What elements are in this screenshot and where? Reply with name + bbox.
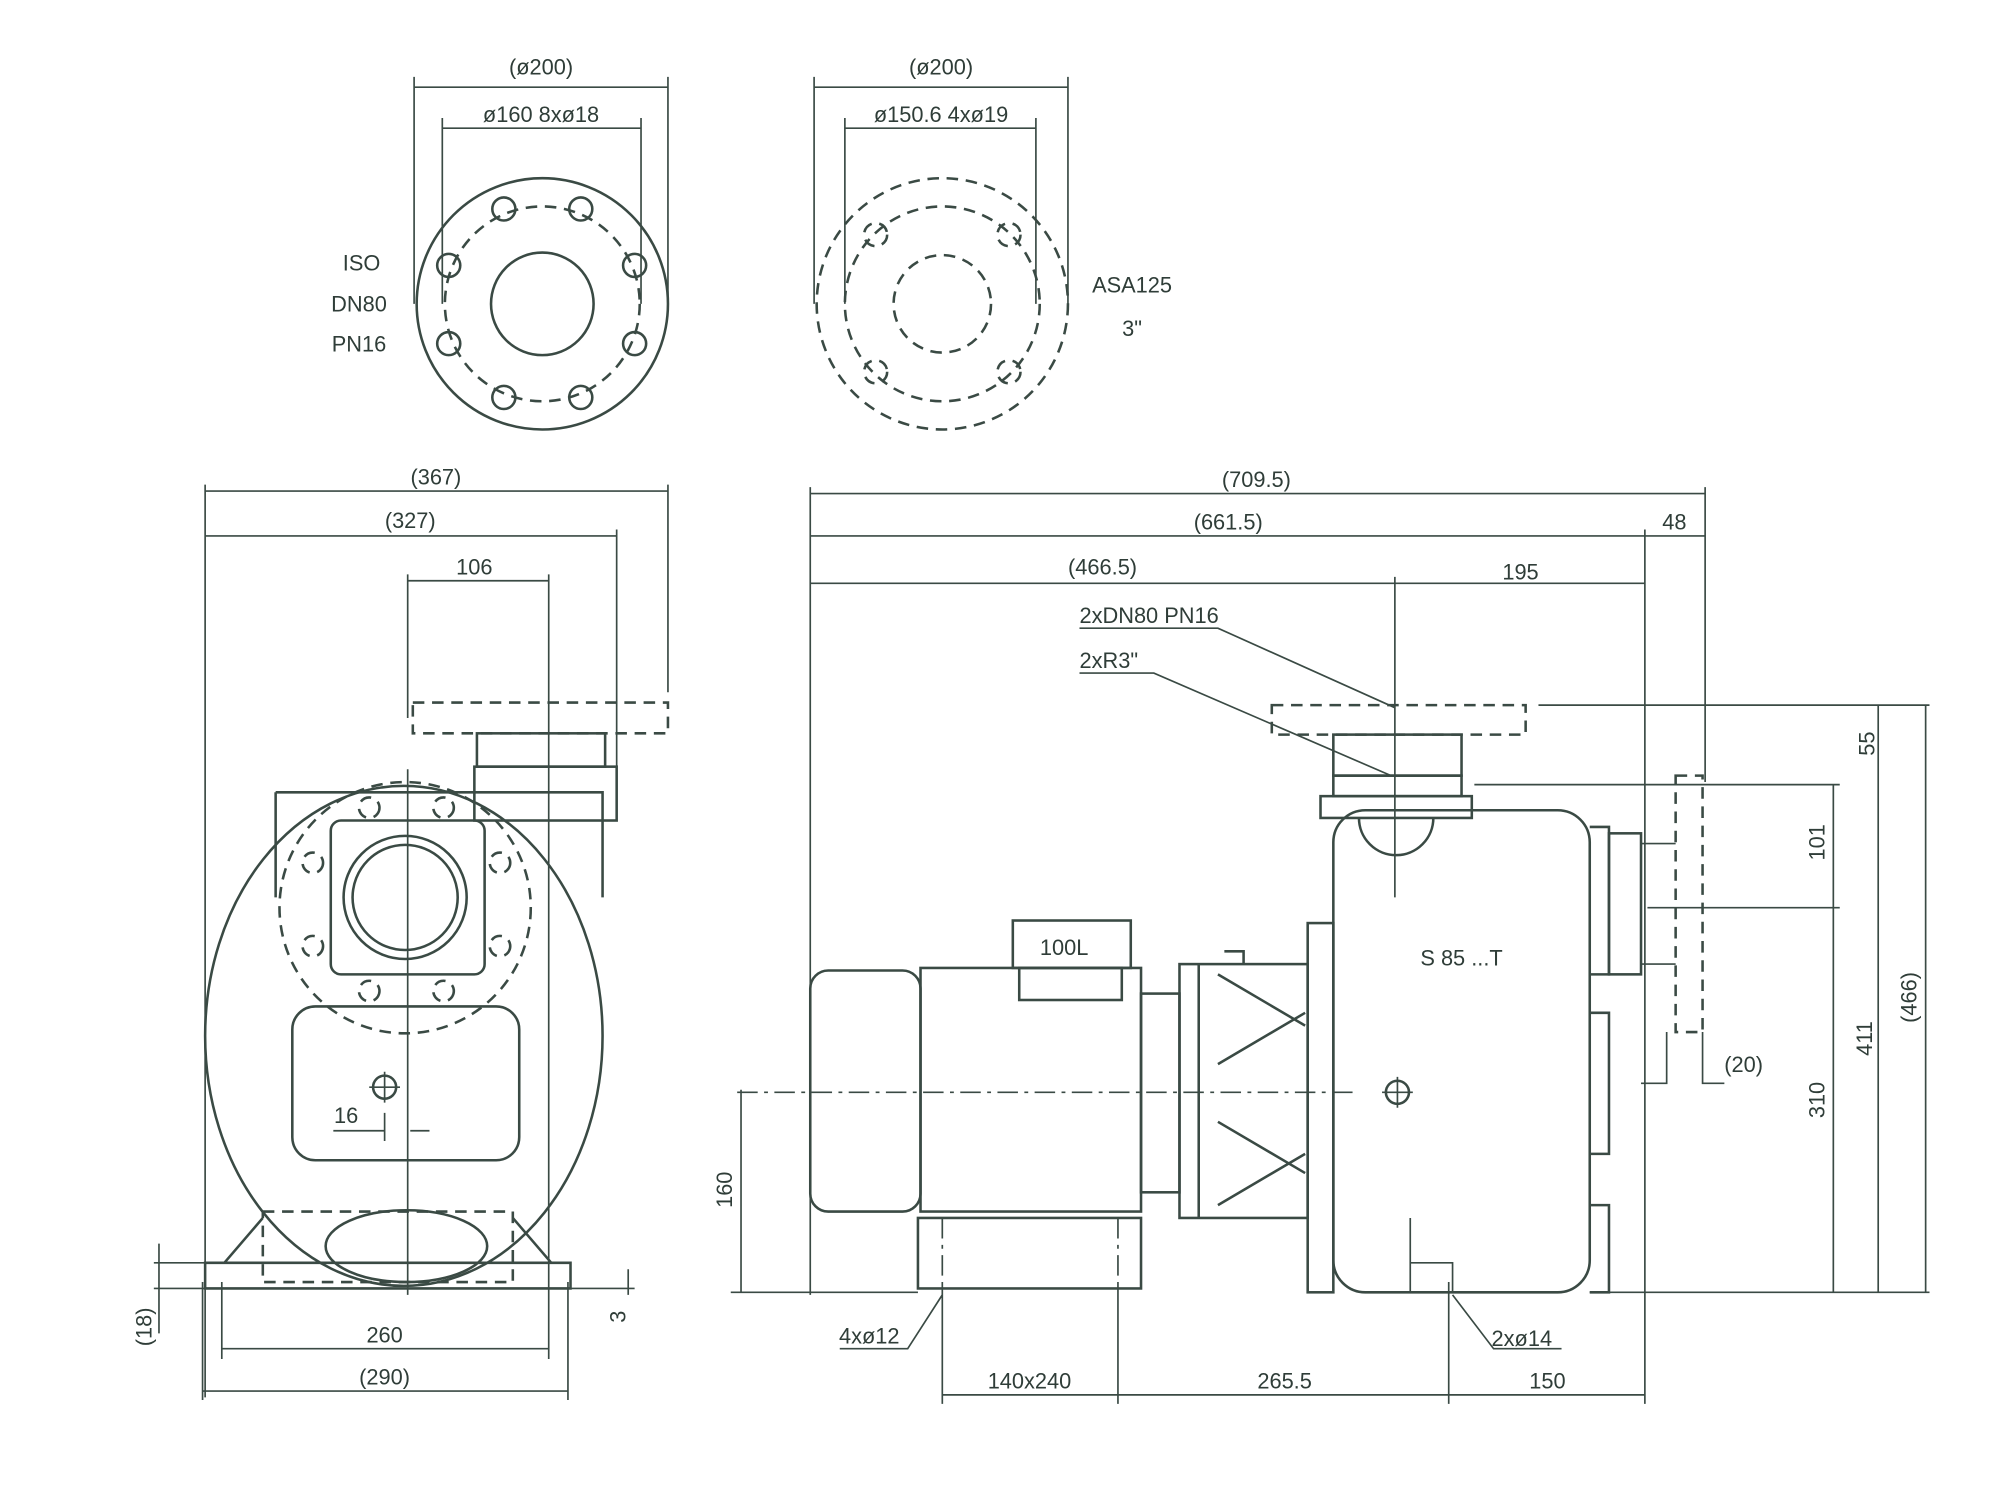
dim-709-5: (709.5) bbox=[1222, 467, 1291, 492]
dim-iso-outer: (ø200) bbox=[509, 54, 573, 79]
label-holes-motor: 4xø12 bbox=[839, 1324, 900, 1349]
dim-195: 195 bbox=[1502, 559, 1538, 584]
label-motor-frame: 100L bbox=[1040, 935, 1088, 960]
dim-16: 16 bbox=[334, 1103, 358, 1128]
dim-iso-bolts: ø160 8xø18 bbox=[483, 102, 599, 127]
dim-411: 411 bbox=[1852, 1021, 1877, 1056]
dim-260: 260 bbox=[366, 1322, 402, 1347]
dim-661-5: (661.5) bbox=[1194, 509, 1263, 534]
dim-367: (367) bbox=[410, 465, 461, 490]
dim-106: 106 bbox=[456, 554, 492, 579]
label-asa125: ASA125 bbox=[1092, 272, 1172, 297]
asa-flange-view: (ø200) ø150.6 4xø19 ASA125 3" bbox=[813, 54, 1172, 431]
dim-asa-bolts: ø150.6 4xø19 bbox=[874, 102, 1008, 127]
label-3-inch: 3" bbox=[1122, 316, 1142, 341]
dim-310: 310 bbox=[1804, 1082, 1829, 1118]
dim-327: (327) bbox=[385, 508, 436, 533]
side-view: (709.5) (661.5) 48 (466.5) 195 2xDN80 PN… bbox=[712, 467, 1930, 1404]
dim-55: 55 bbox=[1854, 731, 1879, 755]
dim-18: (18) bbox=[131, 1308, 156, 1347]
label-thread: 2xR3" bbox=[1079, 648, 1138, 673]
label-model: S 85 ...T bbox=[1420, 945, 1502, 970]
label-dn80: DN80 bbox=[331, 292, 387, 317]
dim-20: (20) bbox=[1724, 1052, 1763, 1077]
dim-asa-outer: (ø200) bbox=[909, 54, 973, 79]
label-pn16: PN16 bbox=[332, 331, 387, 356]
dim-101: 101 bbox=[1804, 824, 1829, 860]
dim-140x240: 140x240 bbox=[988, 1368, 1072, 1393]
dim-265-5: 265.5 bbox=[1257, 1368, 1312, 1393]
dim-466: (466) bbox=[1897, 972, 1922, 1023]
front-view: (367) (327) 106 16 260 (290) (18) 3 bbox=[131, 465, 670, 1401]
dim-290: (290) bbox=[359, 1365, 410, 1390]
label-connections: 2xDN80 PN16 bbox=[1079, 603, 1218, 628]
label-iso: ISO bbox=[343, 251, 381, 276]
dim-150: 150 bbox=[1529, 1368, 1565, 1393]
dim-160: 160 bbox=[712, 1172, 737, 1208]
dim-48: 48 bbox=[1662, 509, 1686, 534]
dim-466-5: (466.5) bbox=[1068, 554, 1137, 579]
label-holes-pump: 2xø14 bbox=[1492, 1326, 1553, 1351]
iso-flange-view: (ø200) ø160 8xø18 ISO DN80 PN16 bbox=[331, 54, 670, 431]
dim-3: 3 bbox=[606, 1311, 631, 1323]
